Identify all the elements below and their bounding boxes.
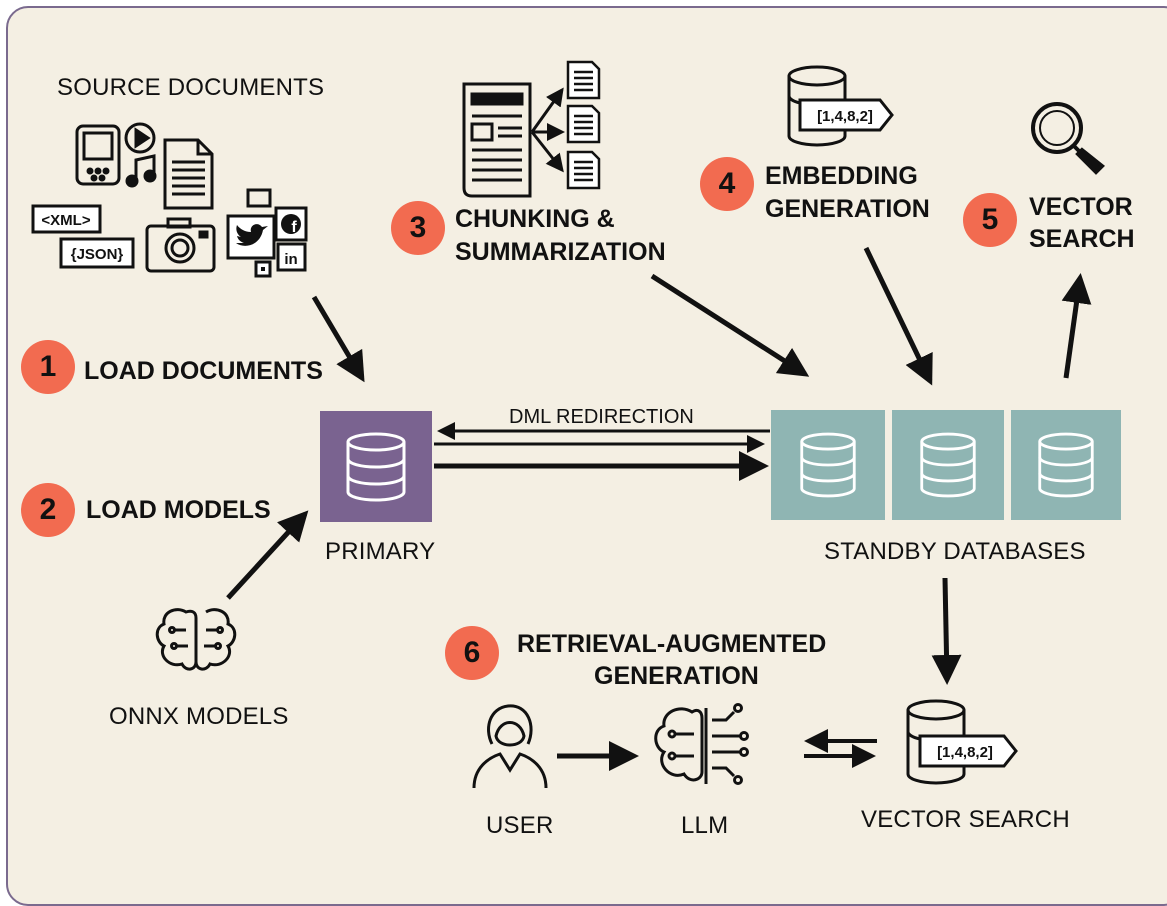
database-icon	[800, 432, 856, 498]
arrow-embedding-to-standby	[863, 246, 933, 386]
chunking-document-icon	[462, 82, 565, 198]
vector-db-icon: [1,4,8,2]	[787, 65, 894, 147]
llm-label: LLM	[681, 812, 729, 839]
camera-icon	[145, 217, 216, 273]
database-icon	[920, 432, 976, 498]
tablet-icon	[75, 124, 121, 186]
user-icon	[472, 704, 548, 789]
user-label: USER	[486, 812, 554, 839]
linkedin-icon	[276, 242, 307, 272]
vector-tag-top: [1,4,8,2]	[817, 108, 873, 125]
step-4-title-line2: GENERATION	[765, 195, 930, 223]
onnx-models-label: ONNX MODELS	[109, 703, 289, 730]
step-4-badge: 4	[700, 157, 754, 211]
json-tag-icon: {JSON}	[59, 237, 135, 269]
vector-tag-bottom: [1,4,8,2]	[937, 744, 993, 761]
brain-icon	[155, 608, 237, 671]
music-icon	[125, 154, 157, 188]
standby-databases-label: STANDBY DATABASES	[824, 538, 1086, 565]
step-3-title-line2: SUMMARIZATION	[455, 238, 666, 266]
svg-text:f: f	[291, 219, 297, 236]
step-2-badge: 2	[21, 483, 75, 537]
chat-icon	[246, 188, 272, 208]
social-icons: f in	[226, 188, 308, 278]
xml-tag-icon: <XML>	[31, 204, 102, 234]
standby-database-1	[771, 410, 885, 520]
step-6-title-line1: RETRIEVAL-AUGMENTED	[517, 630, 827, 658]
database-icon	[346, 432, 406, 501]
arrow-onnx-to-primary	[226, 510, 309, 600]
dml-redirection-label: DML REDIRECTION	[509, 406, 694, 428]
arrow-sources-to-primary	[311, 295, 365, 383]
primary-label: PRIMARY	[325, 538, 436, 565]
llm-brain-icon	[654, 703, 749, 785]
step-5-title-line2: SEARCH	[1029, 225, 1135, 253]
step-1-title: LOAD DOCUMENTS	[84, 357, 323, 385]
document-icon	[163, 138, 214, 210]
step-5-badge: 5	[963, 193, 1017, 247]
vector-search-bottom-label: VECTOR SEARCH	[861, 806, 1070, 833]
magnifier-icon	[1031, 102, 1105, 175]
step-3-badge: 3	[391, 201, 445, 255]
standby-database-2	[892, 410, 1004, 520]
play-icon	[124, 122, 156, 154]
database-icon	[1038, 432, 1094, 498]
arrow-standby-to-vector-db	[931, 577, 962, 685]
arrow-chunking-to-standby	[650, 273, 810, 377]
standby-database-3	[1011, 410, 1121, 520]
arrow-standby-to-vector-search	[1061, 273, 1092, 379]
step-4-title-line1: EMBEDDING	[765, 162, 918, 190]
step-5-title-line1: VECTOR	[1029, 193, 1133, 221]
source-documents-label: SOURCE DOCUMENTS	[57, 74, 325, 101]
step-1-badge: 1	[21, 340, 75, 394]
step-2-title: LOAD MODELS	[86, 496, 271, 524]
svg-text:in: in	[284, 251, 297, 268]
json-tag-text: {JSON}	[71, 246, 124, 263]
chunk-document-icons	[566, 60, 601, 190]
step-6-title-line2: GENERATION	[594, 662, 759, 690]
xml-tag-text: <XML>	[41, 212, 90, 229]
primary-database	[320, 411, 432, 522]
step-6-badge: 6	[445, 626, 499, 680]
vector-search-db-icon: [1,4,8,2]	[906, 699, 1018, 785]
step-3-title-line1: CHUNKING &	[455, 205, 615, 233]
